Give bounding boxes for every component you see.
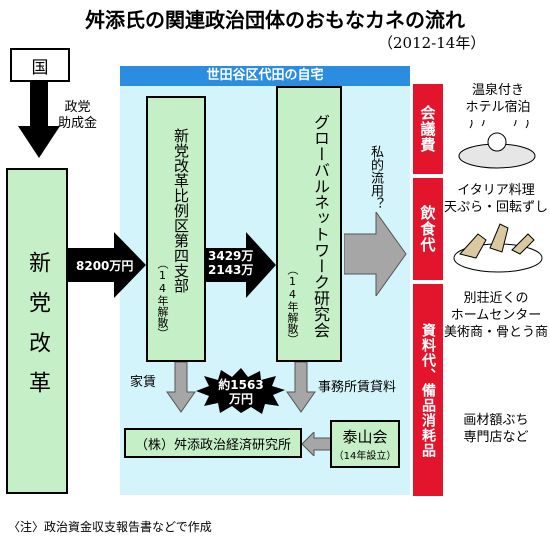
item-text: 美術商・骨とう商 <box>444 325 549 340</box>
page-title: 舛添氏の関連政治団体のおもなカネの流れ <box>85 8 465 32</box>
branch-note: （14年解散） <box>156 258 169 339</box>
category-materials: 資料代、備品消耗品 <box>413 284 443 496</box>
item-text: イタリア料理 <box>457 183 535 198</box>
item-text: 温泉付き <box>471 83 524 98</box>
office-rent-label: 事務所賃貸料 <box>318 380 397 395</box>
arrow-private-use <box>344 212 407 296</box>
setagaya-header: 世田谷区代田の自宅 <box>120 66 410 86</box>
amount-burst <box>196 368 285 414</box>
amount-center-2: 万円 <box>228 392 253 406</box>
materials-items: 別荘近くの ホームセンター 美術商・骨とう商 <box>444 290 548 341</box>
arrow-to-branch <box>68 232 146 298</box>
subsidy-arrow <box>18 82 60 158</box>
arrow-office-rent <box>286 362 316 413</box>
subsidy-label: 政党 助成金 <box>58 100 98 131</box>
food-items: イタリア料理 天ぷら・回転ずし <box>444 182 548 216</box>
item-text: 画材額ぶち <box>463 413 529 428</box>
arrow-to-global <box>206 232 276 298</box>
category-meeting-fee: 会議費 <box>413 84 443 174</box>
item-text: ホームセンター <box>450 308 542 323</box>
research-institute-box: （株）舛添政治経済研究所 <box>124 428 302 458</box>
food-illustration <box>453 223 543 273</box>
item-text: ホテル宿泊 <box>465 100 531 115</box>
taizankai-box: 泰山会 （14年設立） <box>330 420 400 468</box>
period-label: （2012-14年） <box>378 34 486 52</box>
private-use-label: 私的流用？ <box>368 145 383 210</box>
category-food-label: 飲食代 <box>418 205 437 253</box>
onsen-illustration <box>458 120 536 169</box>
amount-to-global-2: 2143万 <box>208 263 254 277</box>
branch-name: 新党改革比例区第四支部 <box>172 128 190 293</box>
shintou-kaikaku-name: 新党改革 <box>25 251 50 411</box>
category-materials-label: 資料代、備品消耗品 <box>420 322 436 458</box>
global-network-name: グローバルネットワーク研究会 <box>311 114 330 338</box>
state-box: 国 <box>10 48 70 82</box>
amount-to-branch: 8200万円 <box>76 259 134 273</box>
item-text: 別荘近くの <box>463 291 529 306</box>
arrow-from-taizankai <box>302 432 332 456</box>
rent-label: 家賃 <box>130 375 157 390</box>
item-text: 天ぷら・回転ずし <box>444 200 549 215</box>
footnote: 〈注〉政治資金収支報告書などで作成 <box>8 520 212 534</box>
global-network-box: グローバルネットワーク研究会 （14年解散） <box>276 86 342 362</box>
meeting-fee-items: 温泉付き ホテル宿泊 <box>448 82 548 116</box>
category-meeting-fee-label: 会議費 <box>418 105 437 153</box>
branch-box: 新党改革比例区第四支部 （14年解散） <box>146 96 206 362</box>
item-text: 専門店など <box>463 430 529 445</box>
category-food: 飲食代 <box>413 178 443 280</box>
materials-items-2: 画材額ぶち 専門店など <box>444 412 548 446</box>
global-network-note: （14年解散） <box>286 264 299 345</box>
taizankai-note: （14年設立） <box>333 451 397 462</box>
amount-center-1: 約1563 <box>218 378 264 392</box>
shintou-kaikaku-box: 新党改革 <box>6 168 68 494</box>
amount-to-global-1: 3429万 <box>208 249 254 263</box>
arrow-rent <box>166 362 196 413</box>
taizankai-name: 泰山会 <box>342 428 388 446</box>
